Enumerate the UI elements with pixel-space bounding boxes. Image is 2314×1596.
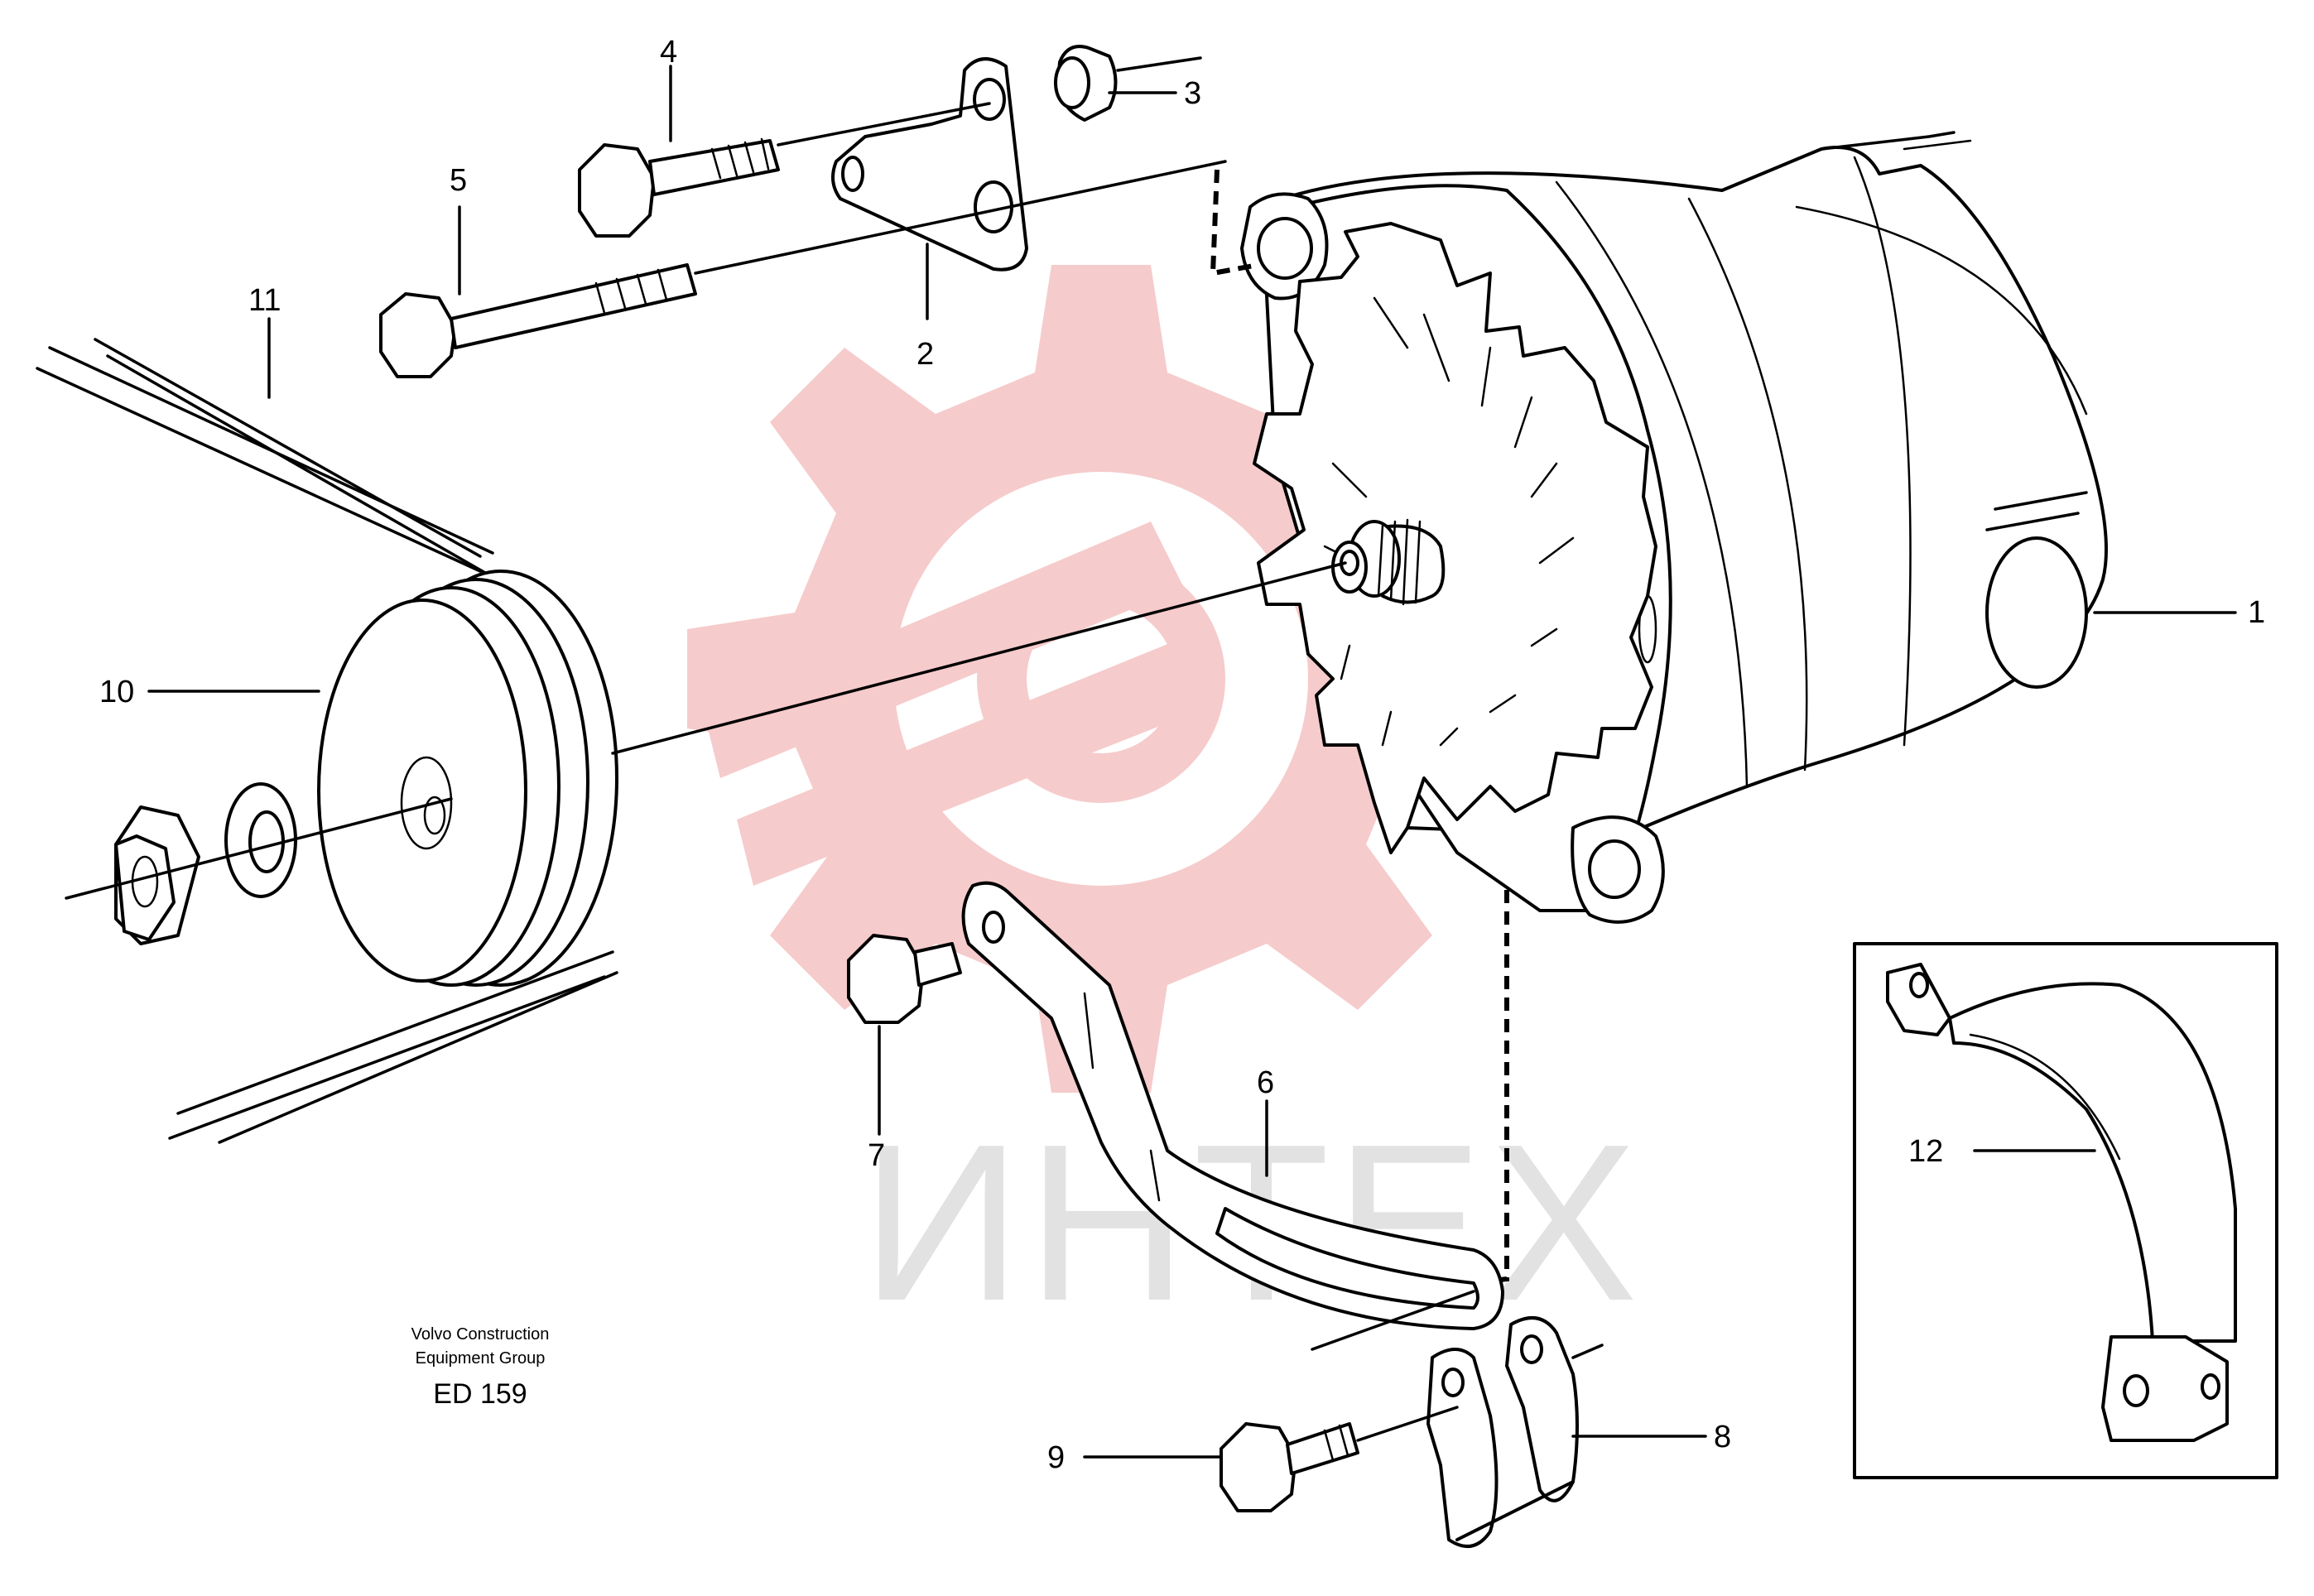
caption-company: Volvo Construction bbox=[411, 1325, 550, 1344]
caption-code: ED 159 bbox=[433, 1378, 527, 1410]
caption-group: Equipment Group bbox=[416, 1349, 546, 1368]
callout-12: 12 bbox=[1908, 1134, 1943, 1169]
caption: Volvo Construction Equipment Group ED 15… bbox=[411, 1325, 550, 1410]
lower-bracket bbox=[1426, 1316, 1604, 1548]
callout-6: 6 bbox=[1257, 1065, 1274, 1100]
callout-1: 1 bbox=[2248, 595, 2265, 630]
callout-7: 7 bbox=[868, 1138, 885, 1173]
callout-10: 10 bbox=[99, 675, 134, 709]
pulley bbox=[317, 570, 618, 987]
leader-lines bbox=[147, 65, 2237, 1459]
callout-9: 9 bbox=[1047, 1440, 1065, 1475]
inset-box bbox=[1853, 942, 2278, 1479]
callout-3: 3 bbox=[1184, 76, 1201, 111]
upper-bracket bbox=[831, 57, 1028, 272]
adjusting-link bbox=[961, 881, 1504, 1330]
v-belt bbox=[36, 338, 618, 1144]
callouts: 1 2 3 4 5 6 7 8 9 10 11 12 bbox=[99, 35, 2265, 1475]
callout-2: 2 bbox=[916, 337, 934, 372]
flange-bolt bbox=[578, 137, 780, 238]
hex-bolt-short bbox=[847, 934, 962, 1024]
hex-bolt-long bbox=[379, 263, 697, 378]
fan bbox=[1253, 222, 1657, 854]
callout-8: 8 bbox=[1714, 1420, 1731, 1454]
callout-5: 5 bbox=[450, 163, 467, 198]
spacer-sleeve bbox=[1054, 45, 1118, 122]
hex-bolt-lower bbox=[1220, 1422, 1359, 1512]
callout-11: 11 bbox=[248, 283, 281, 318]
callout-4: 4 bbox=[660, 35, 677, 70]
